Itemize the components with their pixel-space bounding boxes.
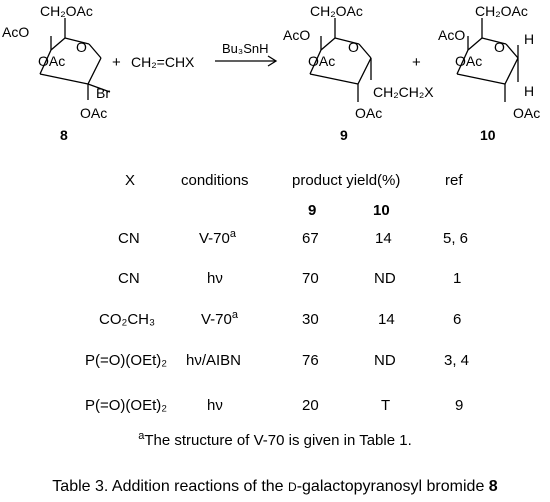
row3-x: CO₂CH₃ [99, 311, 156, 328]
reactant-aco: AcO [2, 24, 29, 40]
row5-yield10: T [381, 397, 391, 414]
product9-label: 9 [340, 127, 348, 143]
footnote: aThe structure of V-70 is given in Table… [0, 430, 550, 449]
row1-conditions: V-70a [199, 228, 236, 247]
product10-h-bottom: H [524, 83, 534, 99]
reactant-label: 8 [60, 127, 68, 143]
reactant-oac-ring: OAc [38, 53, 65, 69]
product10-ring-oxygen: O [494, 39, 505, 55]
product9-substituent: CH₂CH₂X [373, 84, 434, 100]
table-caption: Table 3. Addition reactions of the D-gal… [52, 478, 498, 495]
row5-yield9: 20 [302, 397, 319, 414]
row1-x: CN [118, 230, 140, 247]
footnote-text: The structure of V-70 is given in Table … [144, 432, 412, 449]
product10-h-top: H [524, 31, 534, 47]
reaction-scheme: CH₂OAc AcO O OAc Br OAc 8 + CH₂=CHX Bu₃S… [2, 3, 540, 143]
product10-label: 10 [480, 127, 496, 143]
row3-yield10: 14 [378, 311, 395, 328]
reactant-oac-bottom: OAc [80, 105, 107, 121]
row3-ref: 6 [453, 311, 462, 328]
product10-oac-bottom: OAc [513, 105, 540, 121]
product10-aco: AcO [438, 27, 465, 43]
row5-conditions: hν [207, 397, 223, 414]
header-col-9: 9 [308, 202, 317, 219]
row4-conditions: hν/AIBN [186, 352, 242, 369]
header-conditions: conditions [181, 172, 249, 189]
header-ref: ref [445, 172, 463, 189]
plus-sign-1: + [112, 54, 121, 71]
d-prefix: D [288, 480, 297, 494]
reactant-ch2oac: CH₂OAc [40, 3, 93, 19]
product10-ch2oac: CH₂OAc [475, 3, 528, 19]
row4-yield10: ND [374, 352, 396, 369]
product10-oac-ring: OAc [455, 53, 482, 69]
product9-oac-bottom: OAc [355, 105, 382, 121]
row5-ref: 9 [455, 397, 464, 414]
row2-conditions: hν [207, 270, 223, 287]
row2-yield10: ND [374, 270, 396, 287]
reactant-ring-oxygen: O [76, 39, 87, 55]
row4-ref: 3, 4 [444, 352, 470, 369]
product9-ch2oac: CH₂OAc [310, 3, 363, 19]
row2-yield9: 70 [302, 270, 319, 287]
alkene: CH₂=CHX [131, 54, 195, 70]
row4-x: P(=O)(OEt)₂ [85, 352, 168, 369]
row3-yield9: 30 [302, 311, 319, 328]
row5-x: P(=O)(OEt)₂ [85, 397, 168, 414]
reactant-8-ring [39, 18, 111, 100]
product-9-ring [309, 18, 372, 102]
reaction-arrow [215, 55, 278, 67]
row4-yield9: 76 [302, 352, 319, 369]
row3-conditions: V-70a [201, 309, 238, 328]
product-10-ring [456, 18, 519, 102]
footnote-mark: a [138, 430, 145, 442]
reactant-br: Br [96, 85, 110, 101]
plus-sign-2: + [412, 54, 421, 71]
row2-x: CN [118, 270, 140, 287]
header-product-yield: product yield(%) [292, 172, 401, 189]
product9-oac-ring: OAc [308, 53, 335, 69]
product9-aco: AcO [283, 27, 310, 43]
row1-yield9: 67 [302, 230, 319, 247]
compound-number: 8 [488, 478, 498, 495]
reagent: Bu₃SnH [222, 41, 268, 56]
row1-ref: 5, 6 [443, 230, 469, 247]
row2-ref: 1 [453, 270, 462, 287]
product9-ring-oxygen: O [348, 39, 359, 55]
header-x: X [125, 172, 136, 189]
row1-yield10: 14 [375, 230, 392, 247]
header-col-10: 10 [373, 202, 390, 219]
